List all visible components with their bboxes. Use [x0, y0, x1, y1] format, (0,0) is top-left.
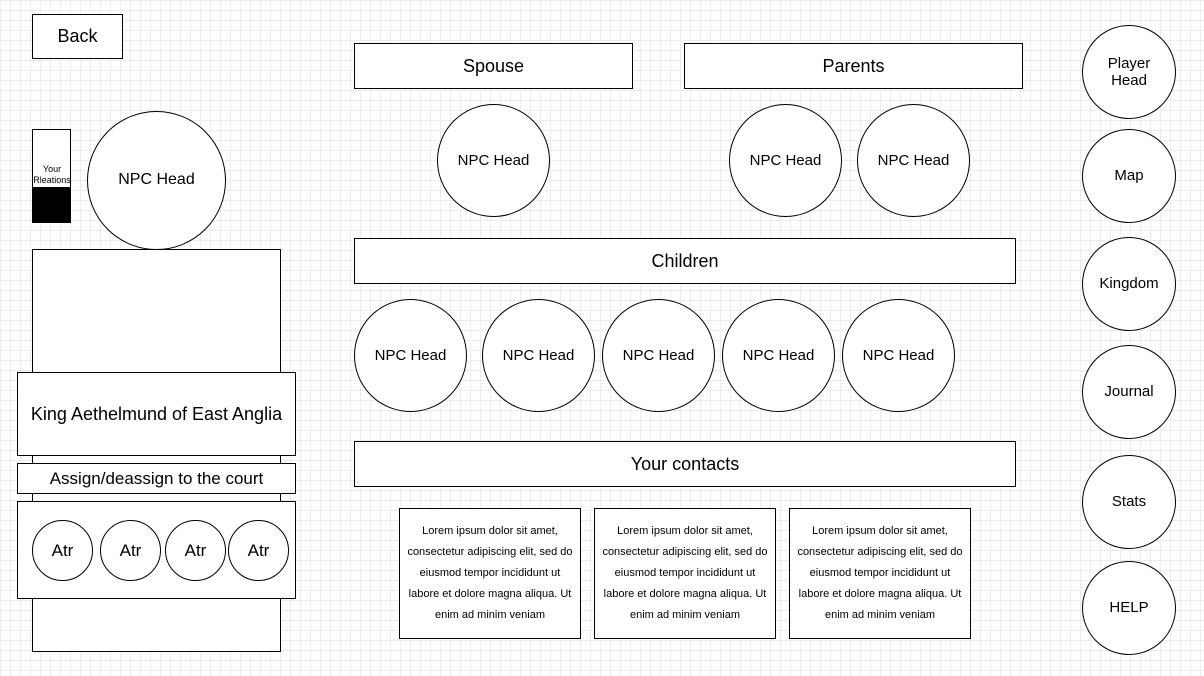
- parents-header: Parents: [684, 43, 1023, 89]
- attribute-slot[interactable]: Atr: [32, 520, 93, 581]
- relations-meter-fill: [33, 187, 70, 222]
- relations-meter: Your Rleations: [32, 129, 71, 223]
- child-npc-head[interactable]: NPC Head: [354, 299, 467, 412]
- child-npc-head[interactable]: NPC Head: [722, 299, 835, 412]
- contacts-header: Your contacts: [354, 441, 1016, 487]
- nav-journal[interactable]: Journal: [1082, 345, 1176, 439]
- nav-player-head[interactable]: Player Head: [1082, 25, 1176, 119]
- child-npc-head[interactable]: NPC Head: [482, 299, 595, 412]
- child-npc-head[interactable]: NPC Head: [842, 299, 955, 412]
- court-assign-button[interactable]: Assign/deassign to the court: [17, 463, 296, 494]
- nav-kingdom[interactable]: Kingdom: [1082, 237, 1176, 331]
- npc-portrait[interactable]: NPC Head: [87, 111, 226, 250]
- nav-map[interactable]: Map: [1082, 129, 1176, 223]
- contact-card[interactable]: Lorem ipsum dolor sit amet, consectetur …: [399, 508, 581, 639]
- contact-card[interactable]: Lorem ipsum dolor sit amet, consectetur …: [594, 508, 776, 639]
- attributes-panel: Atr Atr Atr Atr: [17, 501, 296, 599]
- attribute-slot[interactable]: Atr: [165, 520, 226, 581]
- attribute-slot[interactable]: Atr: [228, 520, 289, 581]
- child-npc-head[interactable]: NPC Head: [602, 299, 715, 412]
- relations-meter-label: Your Rleations: [33, 164, 71, 185]
- nav-stats[interactable]: Stats: [1082, 455, 1176, 549]
- parent-npc-head[interactable]: NPC Head: [857, 104, 970, 217]
- nav-help[interactable]: HELP: [1082, 561, 1176, 655]
- contact-card[interactable]: Lorem ipsum dolor sit amet, consectetur …: [789, 508, 971, 639]
- spouse-header: Spouse: [354, 43, 633, 89]
- attribute-slot[interactable]: Atr: [100, 520, 161, 581]
- spouse-npc-head[interactable]: NPC Head: [437, 104, 550, 217]
- parent-npc-head[interactable]: NPC Head: [729, 104, 842, 217]
- back-button[interactable]: Back: [32, 14, 123, 59]
- npc-name: King Aethelmund of East Anglia: [17, 372, 296, 456]
- children-header: Children: [354, 238, 1016, 284]
